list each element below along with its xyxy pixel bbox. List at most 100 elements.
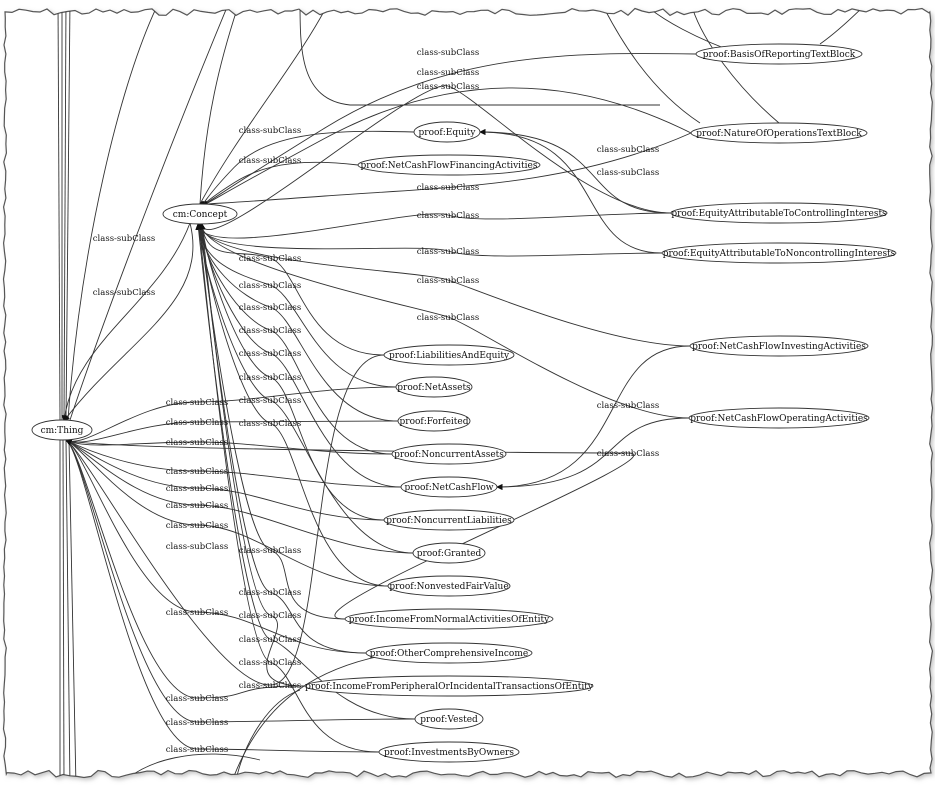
edge-label: class-subClass: [166, 467, 228, 477]
torn-paper-frame: [2, 7, 934, 779]
node-label: proof:NoncurrentAssets: [394, 450, 504, 460]
node-eqnonctrl[interactable]: proof:EquityAttributableToNoncontrolling…: [661, 242, 897, 264]
edge-eqctrl-to-concept: [195, 212, 672, 239]
node-label: proof:InvestmentsByOwners: [384, 748, 514, 758]
node-ncff[interactable]: proof:NetCashFlowFinancingActivities: [357, 154, 541, 176]
node-noncurliab[interactable]: proof:NoncurrentLiabilities: [383, 509, 515, 531]
node-thing[interactable]: cm:Thing: [31, 419, 93, 441]
node-nature[interactable]: proof:NatureOfOperationsTextBlock: [690, 122, 868, 144]
edge-label: class-subClass: [93, 288, 155, 298]
edge-label: class-subClass: [166, 718, 228, 728]
node-granted[interactable]: proof:Granted: [412, 542, 486, 564]
edge-label: class-subClass: [239, 658, 301, 668]
edge-label: class-subClass: [166, 484, 228, 494]
node-label: proof:Vested: [420, 715, 478, 725]
edge-label: class-subClass: [239, 588, 301, 598]
edge-concept-to-thing: [63, 222, 194, 422]
edge-netcashflow-to-concept: [198, 223, 402, 488]
node-ellipse: [395, 376, 473, 398]
node-ncfo[interactable]: proof:NetCashFlowOperatingActivities: [688, 407, 870, 429]
node-ellipse: [400, 476, 498, 498]
edge-label: class-subClass: [417, 82, 479, 92]
offscreen-edges: [57, 8, 871, 778]
node-label: proof:EquityAttributableToControllingInt…: [671, 209, 887, 219]
node-forfeited[interactable]: proof:Forfeited: [397, 410, 471, 432]
node-label: proof:NetCashFlowFinancingActivities: [361, 161, 538, 171]
offscreen-edge: [62, 439, 65, 778]
edge-nature-to-concept: [200, 87, 692, 207]
node-equity[interactable]: proof:Equity: [413, 121, 481, 143]
nodes-layer: cm:Concept cm:Thing proof:BasisOfReporting…: [31, 43, 897, 763]
offscreen-edge: [57, 8, 61, 421]
edge-vested-to-thing: [65, 439, 416, 723]
node-incperiph[interactable]: proof:IncomeFromPeripheralOrIncidentalTr…: [304, 675, 594, 697]
edge-granted-to-thing: [65, 439, 414, 554]
edge-eqnonctrl-to-concept: [196, 223, 663, 257]
edge-ncfi-to-concept: [197, 223, 691, 347]
offscreen-edge: [299, 8, 660, 106]
edge-label: class-subClass: [166, 694, 228, 704]
edge-label: class-subClass: [166, 438, 228, 448]
node-noncurassets[interactable]: proof:NoncurrentAssets: [391, 443, 507, 465]
edge-basis-to-concept: [199, 53, 697, 207]
edge-noncurliab-to-concept: [199, 223, 385, 521]
edge-forfeited-to-concept: [196, 223, 399, 422]
edge-label: class-subClass: [239, 126, 301, 136]
edge-label: class-subClass: [239, 681, 301, 691]
edge-label: class-subClass: [239, 303, 301, 313]
edge-noncurassets-to-concept: [197, 223, 393, 455]
node-ellipse: [695, 43, 863, 65]
node-ncfi[interactable]: proof:NetCashFlowInvestingActivities: [689, 335, 869, 357]
node-label: proof:NatureOfOperationsTextBlock: [696, 129, 862, 139]
edge-labels-layer: class-subClass class-subClass class-subCla…: [93, 48, 659, 755]
edge-label: class-subClass: [417, 48, 479, 58]
node-label: proof:Forfeited: [400, 417, 469, 427]
node-label: cm:Concept: [173, 210, 228, 220]
node-label: proof:BasisOfReportingTextBlock: [703, 50, 856, 60]
edge-label: class-subClass: [417, 313, 479, 323]
offscreen-edge: [119, 753, 261, 778]
node-ellipse: [344, 608, 554, 630]
node-netassets[interactable]: proof:NetAssets: [395, 376, 473, 398]
node-ellipse: [387, 575, 511, 597]
node-label: proof:NetAssets: [397, 383, 471, 393]
node-label: proof:EquityAttributableToNoncontrolling…: [663, 249, 896, 259]
node-invowners[interactable]: proof:InvestmentsByOwners: [378, 741, 520, 763]
node-ellipse: [365, 642, 533, 664]
edges-layer: [61, 53, 697, 753]
node-ellipse: [383, 509, 515, 531]
node-eqctrl[interactable]: proof:EquityAttributableToControllingInt…: [670, 202, 888, 224]
edge-netassets-to-concept: [195, 223, 397, 388]
edge-eqctrl-to-concept: [199, 85, 672, 230]
node-label: proof:Equity: [419, 128, 477, 138]
edge-label: class-subClass: [239, 156, 301, 166]
node-ellipse: [689, 335, 869, 357]
node-label: proof:NonvestedFairValue: [389, 582, 508, 592]
edge-ncfi-to-netcashflow: [496, 345, 691, 491]
node-nonvested[interactable]: proof:NonvestedFairValue: [387, 575, 511, 597]
edge-noncurliab-to-thing: [65, 439, 385, 521]
node-oci[interactable]: proof:OtherComprehensiveIncome: [365, 642, 533, 664]
node-ellipse: [304, 675, 594, 697]
node-ellipse: [670, 202, 888, 224]
edge-nonvested-to-thing: [65, 439, 389, 587]
node-label: proof:NetCashFlowOperatingActivities: [690, 414, 868, 424]
node-netcashflow[interactable]: proof:NetCashFlow: [400, 476, 498, 498]
node-ellipse: [413, 121, 481, 143]
edge-incperiph-to-thing: [65, 439, 306, 699]
edge-label: class-subClass: [239, 326, 301, 336]
node-vested[interactable]: proof:Vested: [414, 708, 484, 730]
node-label: proof:NetCashFlowInvestingActivities: [692, 342, 866, 352]
offscreen-edge: [68, 439, 77, 778]
node-liabeq[interactable]: proof:LiabilitiesAndEquity: [383, 344, 515, 366]
edge-concept-to-thing: [61, 222, 191, 422]
node-ellipse: [383, 344, 515, 366]
node-incnormal[interactable]: proof:IncomeFromNormalActivitiesOfEntity: [344, 608, 554, 630]
edge-label: class-subClass: [239, 396, 301, 406]
offscreen-edge: [599, 8, 701, 124]
node-concept[interactable]: cm:Concept: [162, 203, 238, 225]
edge-label: class-subClass: [597, 168, 659, 178]
node-basis[interactable]: proof:BasisOfReportingTextBlock: [695, 43, 863, 65]
